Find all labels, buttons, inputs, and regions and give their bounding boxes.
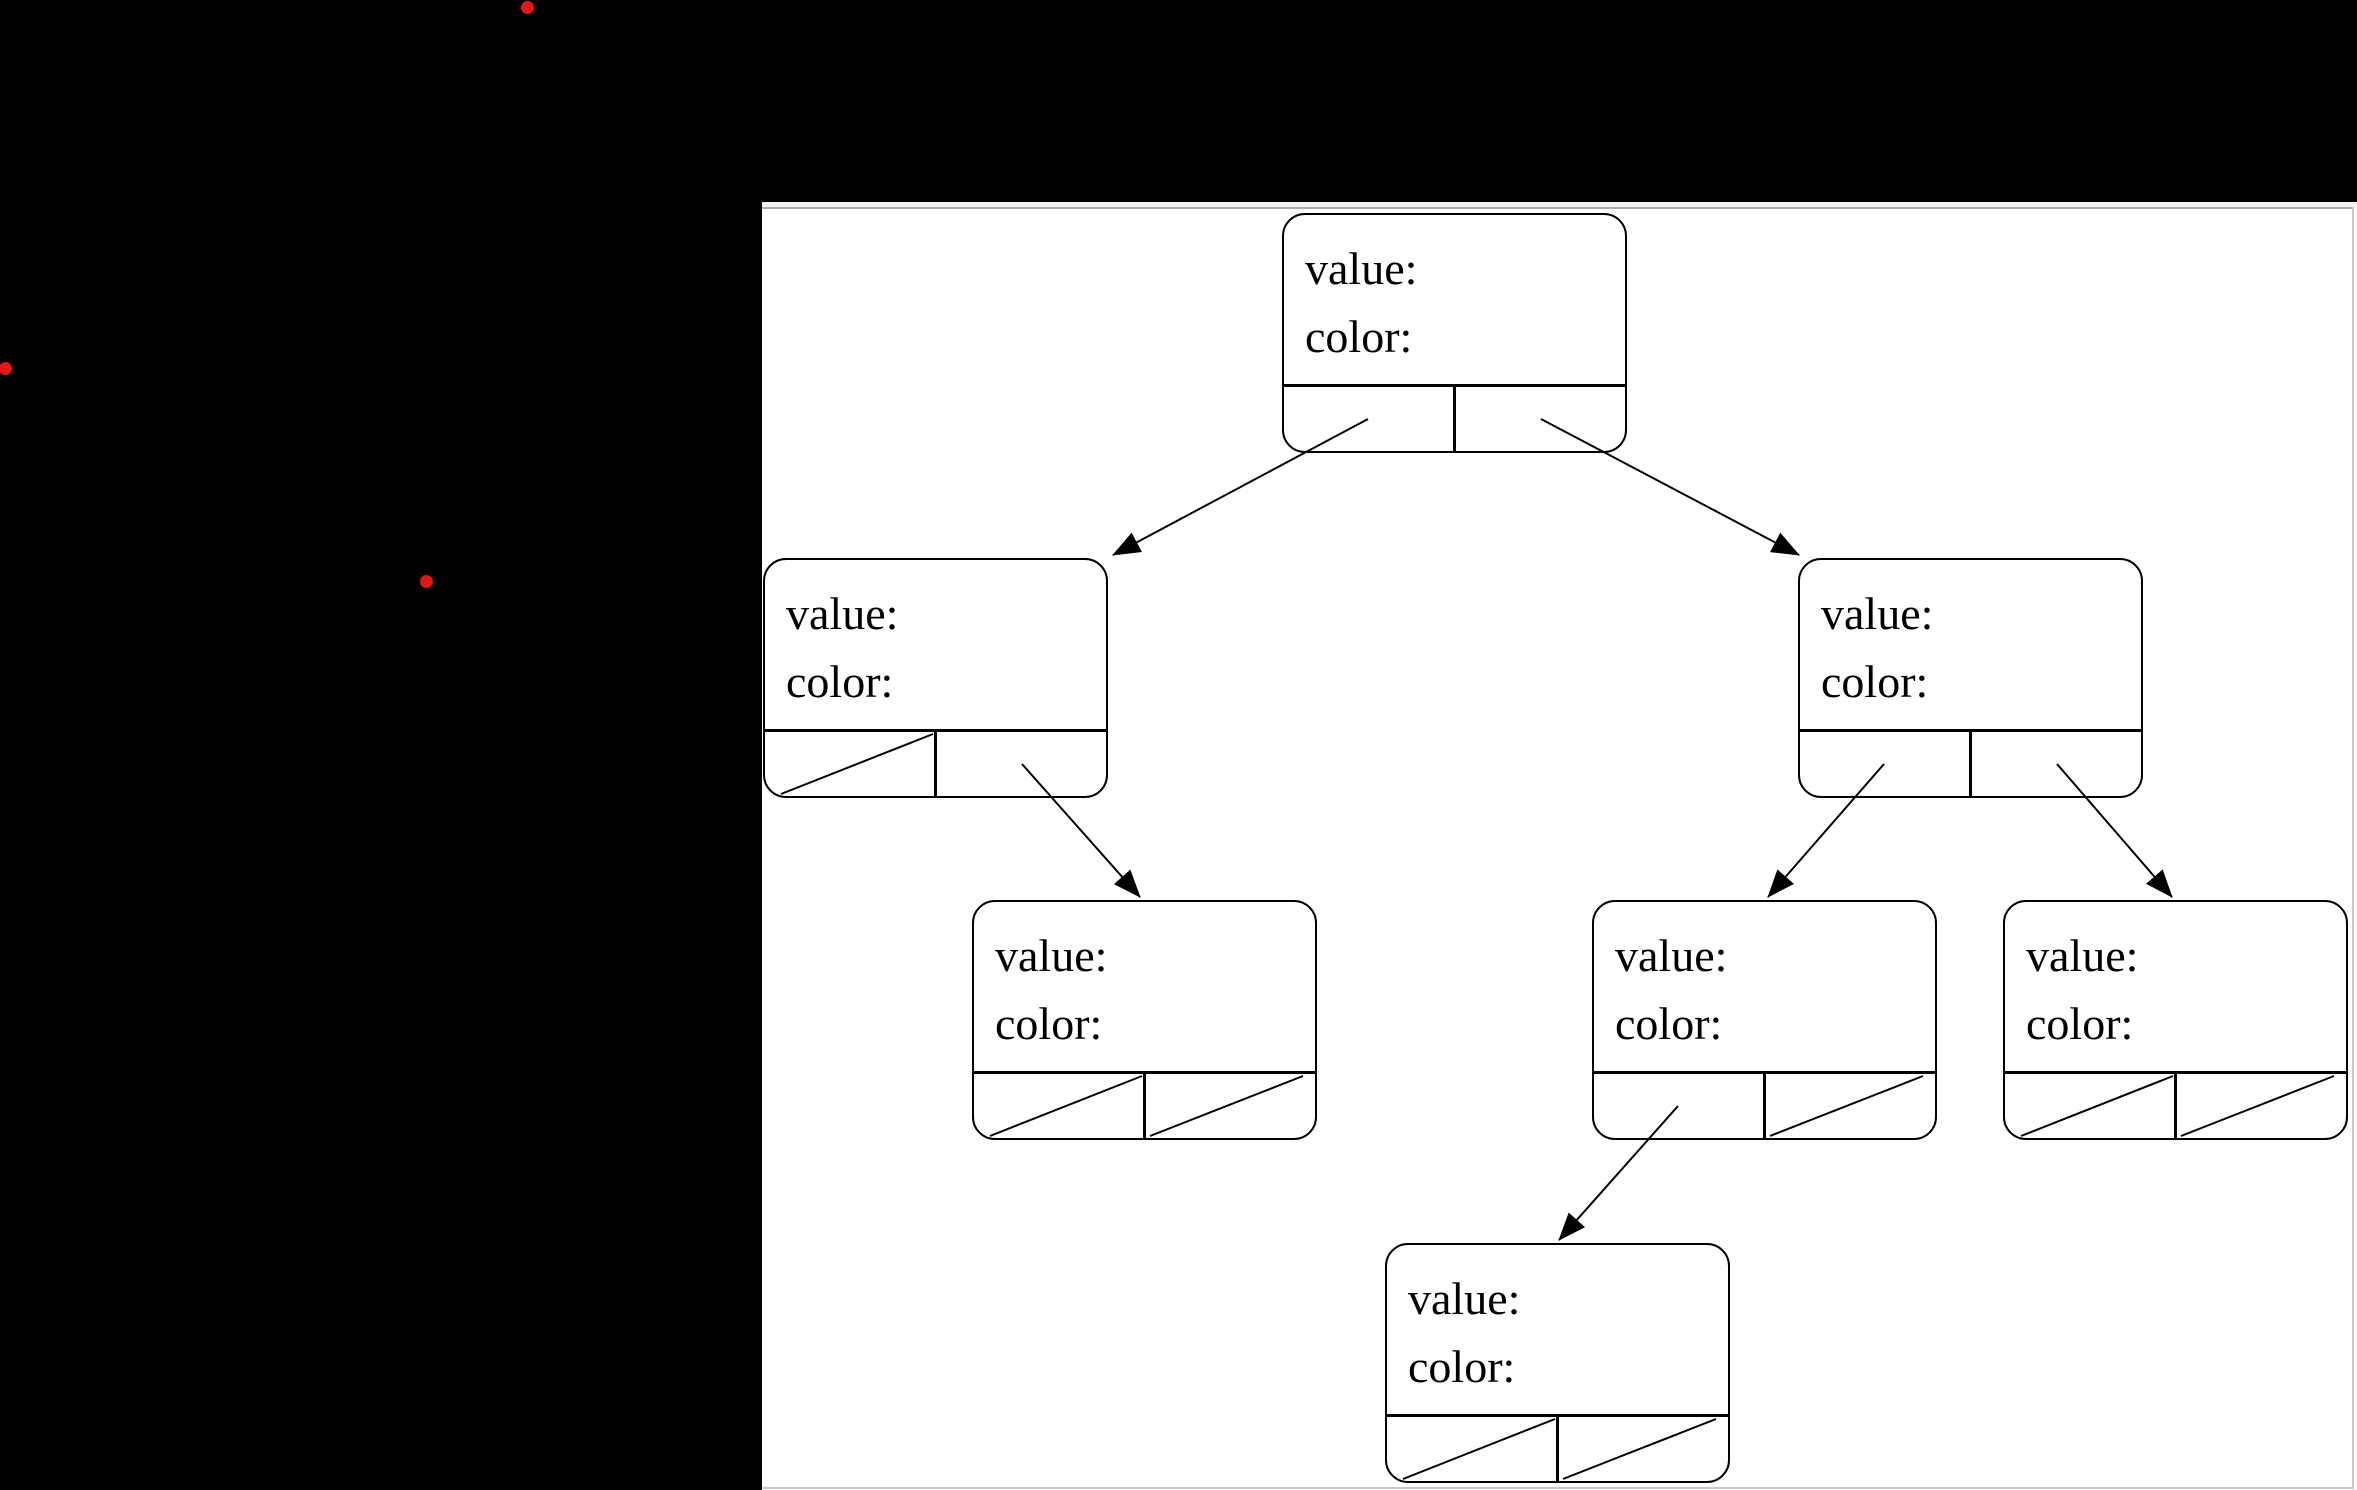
red-dot-annotation-1: [520, 0, 534, 14]
node-color-label: color:: [786, 656, 894, 707]
panel-top-border: [762, 207, 2354, 209]
node-pointer-cell-divider: [1556, 1414, 1559, 1481]
node-color-label: color:: [1408, 1341, 1516, 1392]
node-value-label: value:: [1408, 1273, 1521, 1324]
node-value-label: value:: [995, 930, 1108, 981]
node-pointer-cell-divider: [1763, 1071, 1766, 1138]
red-dot-annotation-2: [0, 361, 12, 375]
node-value-label: value:: [2026, 930, 2139, 981]
panel-top-band: [762, 202, 2357, 207]
node-field-labels: value: color:: [1594, 902, 1935, 1058]
node-value-label: value:: [1305, 243, 1418, 294]
node-color-label: color:: [995, 998, 1103, 1049]
tree-node-root: value: color:: [1282, 213, 1627, 453]
node-field-labels: value: color:: [1284, 215, 1625, 371]
node-value-label: value:: [786, 588, 899, 639]
node-pointer-cell-divider: [2174, 1071, 2177, 1138]
node-pointer-cell-divider: [1969, 729, 1972, 796]
node-field-labels: value: color:: [765, 560, 1106, 716]
node-field-labels: value: color:: [974, 902, 1315, 1058]
red-dot-annotation-3: [419, 574, 433, 588]
node-color-label: color:: [1615, 998, 1723, 1049]
node-pointer-cell-divider: [1453, 384, 1456, 451]
tree-node-left-right: value: color:: [972, 900, 1317, 1140]
node-color-label: color:: [2026, 998, 2134, 1049]
tree-node-left: value: color:: [763, 558, 1108, 798]
node-field-labels: value: color:: [1387, 1245, 1728, 1401]
panel-right-border: [2352, 207, 2354, 1489]
node-field-labels: value: color:: [1800, 560, 2141, 716]
tree-node-right-left-left: value: color:: [1385, 1243, 1730, 1483]
node-value-label: value:: [1615, 930, 1728, 981]
tree-node-right-left: value: color:: [1592, 900, 1937, 1140]
node-color-label: color:: [1821, 656, 1929, 707]
tree-node-right-right: value: color:: [2003, 900, 2348, 1140]
tree-node-right: value: color:: [1798, 558, 2143, 798]
node-value-label: value:: [1821, 588, 1934, 639]
panel-bottom-border: [762, 1487, 2354, 1489]
node-pointer-cell-divider: [1143, 1071, 1146, 1138]
node-pointer-cell-divider: [934, 729, 937, 796]
node-field-labels: value: color:: [2005, 902, 2346, 1058]
node-color-label: color:: [1305, 311, 1413, 362]
